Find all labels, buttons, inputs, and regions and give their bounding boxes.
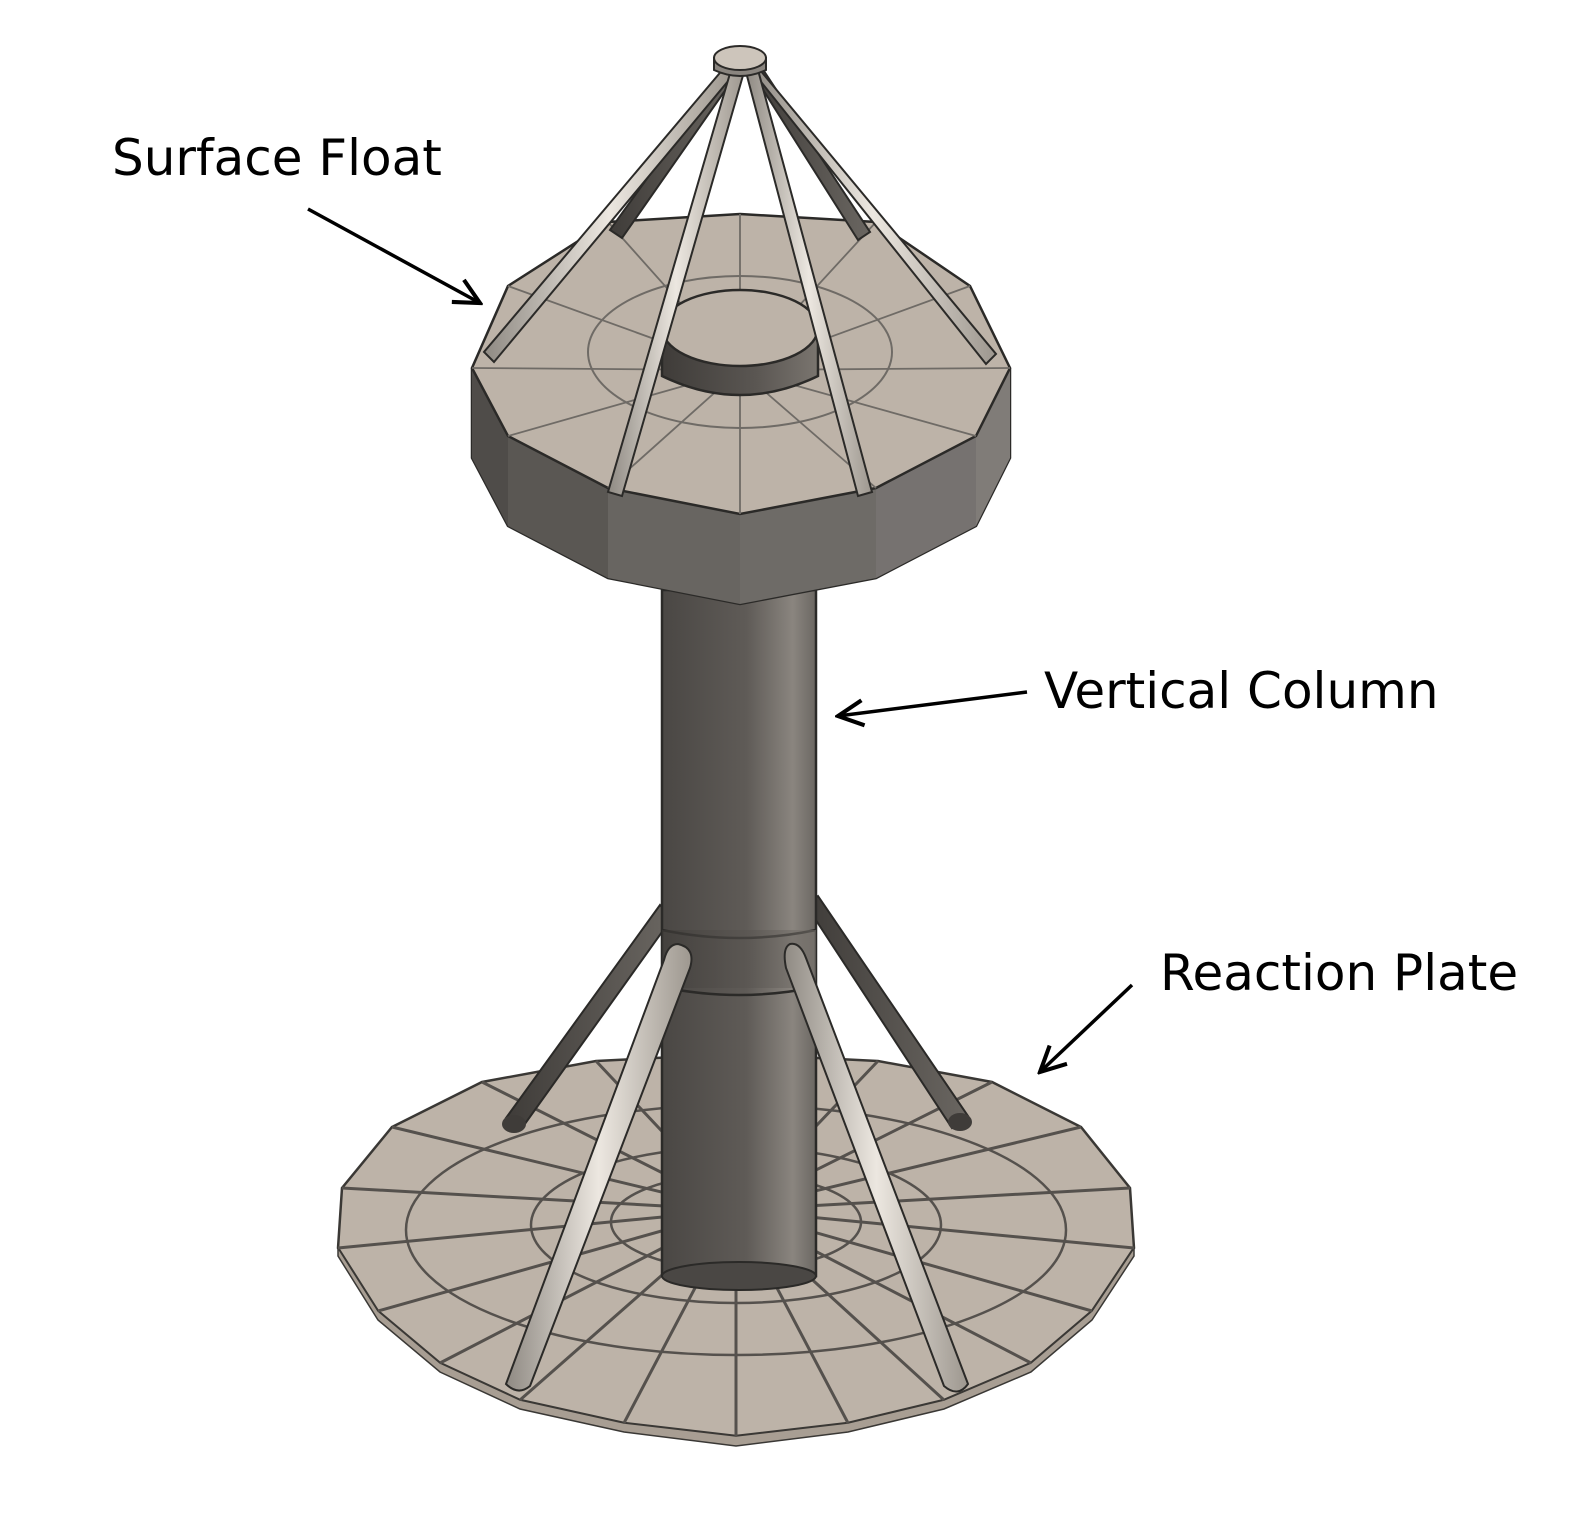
vertical-column [660,588,818,1291]
reaction-plate-rim [337,1245,1135,1447]
surface-float-hub [660,288,820,397]
reaction-plate-arrow [1040,983,1134,1072]
callout-vertical-column: Vertical Column [838,662,1439,720]
reaction-plate-label: Reaction Plate [1160,944,1518,1002]
upper-struts [482,60,998,498]
callout-surface-float: Surface Float [112,129,480,303]
lower-front-struts [504,942,970,1393]
surface-float-arrow [307,207,480,303]
surface-float-label: Surface Float [112,129,442,187]
vertical-column-label: Vertical Column [1044,662,1439,720]
apex-cap [713,45,767,77]
vertical-column-arrow [838,690,1028,716]
lower-back-struts [502,894,972,1133]
callout-reaction-plate: Reaction Plate [1040,944,1518,1072]
surface-float [470,212,1012,606]
